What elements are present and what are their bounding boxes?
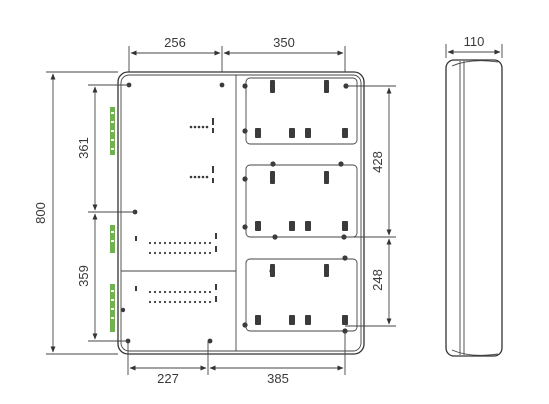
dim-label-right-lower: 248 — [370, 269, 385, 291]
dim-label-side-width: 110 — [464, 34, 485, 49]
dim-label-bottom-right: 385 — [267, 371, 289, 386]
dim-label-total-height: 800 — [33, 202, 48, 224]
dim-label-top-right: 350 — [273, 35, 295, 50]
breaker-row-2 — [135, 284, 217, 304]
right-module-2 — [242, 161, 358, 240]
dim-label-top-left: 256 — [164, 35, 186, 50]
dim-label-upper-left: 361 — [76, 137, 91, 159]
outer-frame — [117, 71, 365, 355]
dim-label-lower-left: 359 — [76, 265, 91, 287]
left-upper-section — [126, 82, 225, 255]
dim-label-right-upper: 428 — [370, 151, 385, 173]
right-module-1 — [242, 77, 358, 145]
inner-frame — [120, 74, 362, 352]
left-lower-section — [120, 284, 217, 344]
side-view — [445, 59, 503, 357]
enclosure-body — [117, 71, 365, 355]
terminal-row-1 — [189, 118, 214, 133]
green-terminal-strips — [110, 107, 115, 332]
right-module-3 — [242, 255, 358, 334]
terminal-row-2 — [189, 166, 214, 183]
dim-label-bottom-left: 227 — [157, 371, 179, 386]
dimension-lines — [46, 44, 503, 375]
breaker-row-1 — [135, 233, 217, 255]
